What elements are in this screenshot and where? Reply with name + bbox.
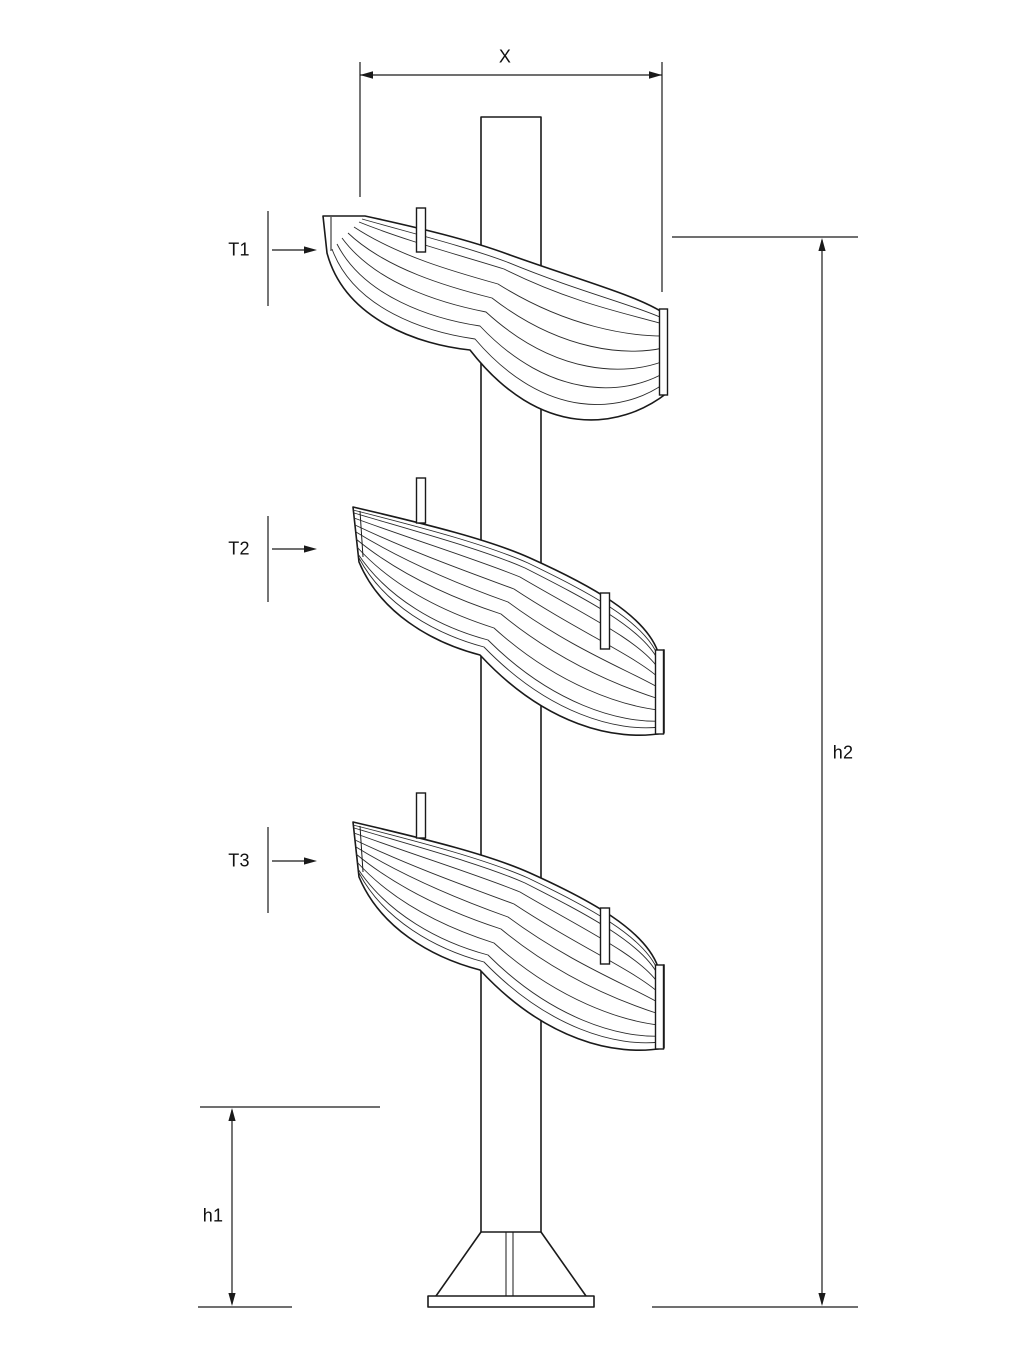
- leader-t1: [267, 211, 317, 306]
- flight-middle-mid-guard-tab: [599, 592, 611, 650]
- flight-top-end-plate: [658, 308, 669, 396]
- flight-top-inner-guard-tab: [415, 207, 427, 253]
- dim-label-t3: T3: [228, 850, 250, 871]
- dim-label-h2: h2: [832, 742, 854, 763]
- flight-middle-inner-guard-tab: [415, 477, 427, 524]
- dimension-x: [359, 62, 663, 292]
- base-plate: [427, 1295, 595, 1308]
- leader-t2: [267, 516, 317, 602]
- dimension-h2: [652, 236, 858, 1308]
- dim-label-x: X: [498, 46, 512, 67]
- flight-middle-left-lip: [359, 510, 364, 558]
- flight-top: [322, 207, 669, 421]
- base-gusset-right: [540, 1231, 587, 1297]
- flight-middle-end-plate: [654, 649, 665, 735]
- base-gusset-left: [435, 1231, 482, 1297]
- dimension-h1: [198, 1106, 380, 1308]
- base-assembly: [427, 1231, 595, 1308]
- dim-label-t1: T1: [228, 239, 250, 260]
- dim-label-t2: T2: [228, 538, 250, 559]
- leader-t3: [267, 827, 317, 913]
- flight-middle: [352, 477, 665, 736]
- dim-label-h1: h1: [202, 1205, 224, 1226]
